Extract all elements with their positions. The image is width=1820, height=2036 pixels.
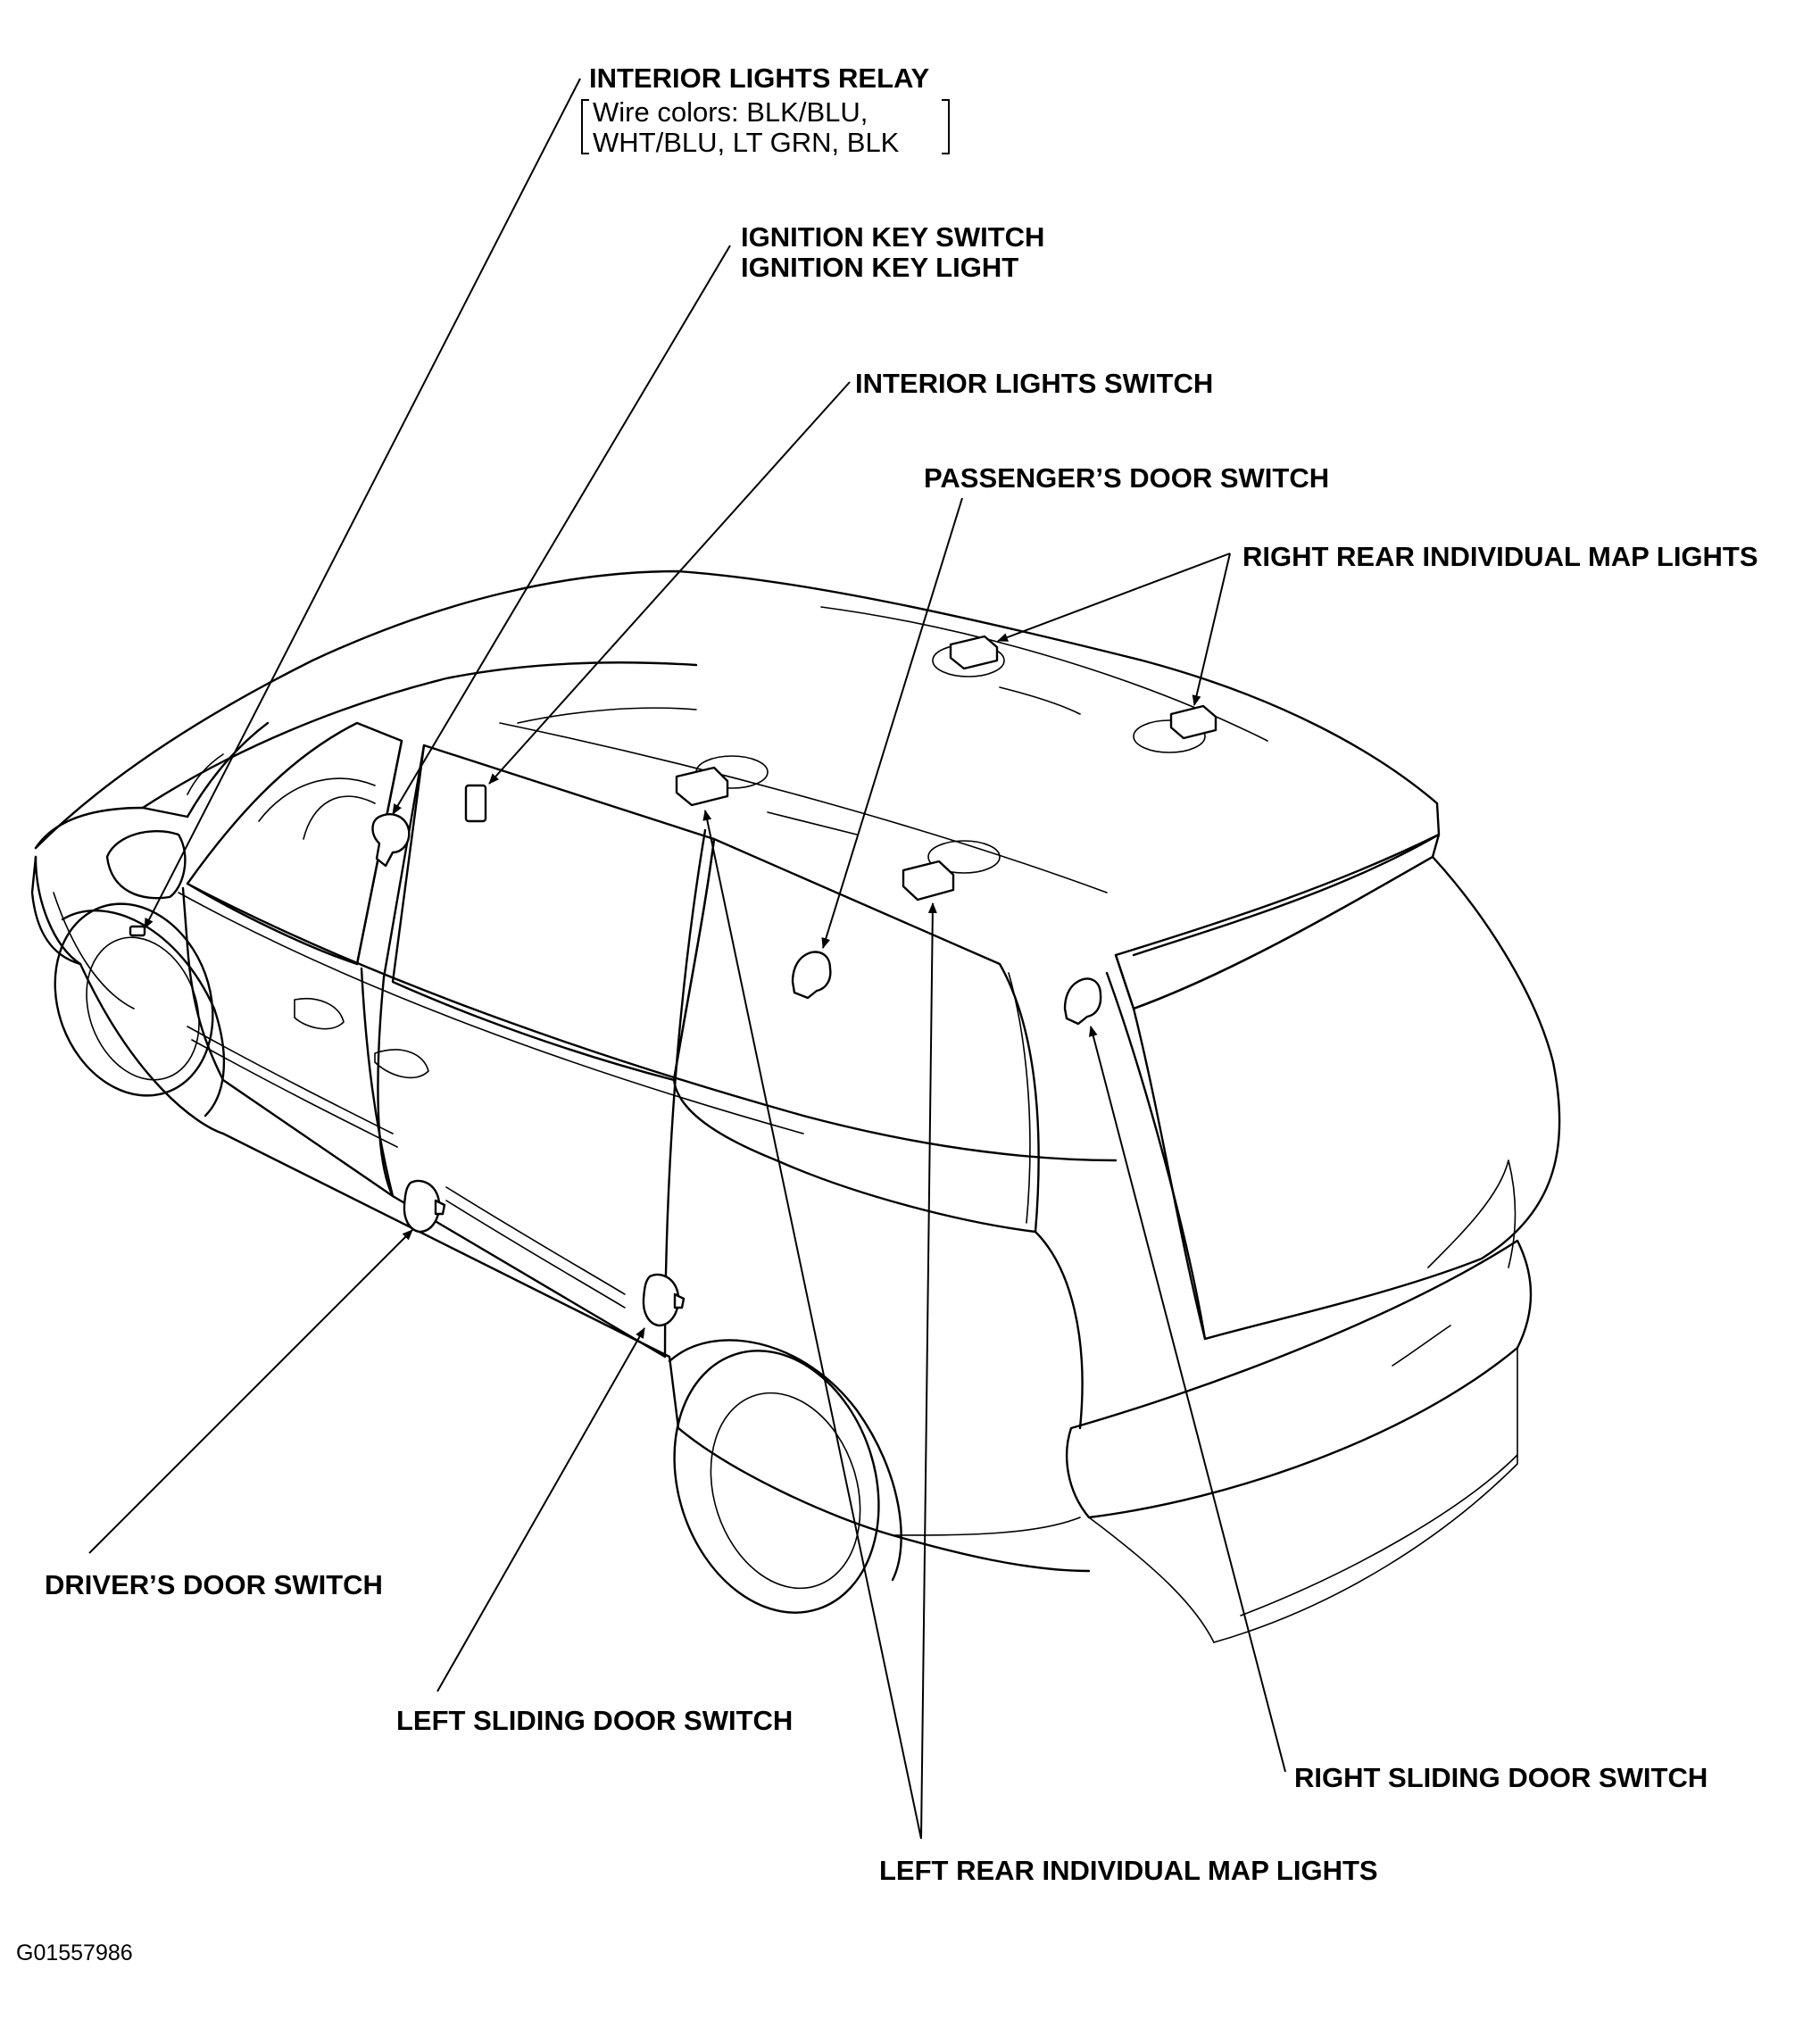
leader-drivers-door-switch — [88, 1229, 413, 1554]
left-front-map-light-marker — [675, 766, 729, 807]
interior-lights-relay-marker — [129, 925, 146, 937]
callout-labels: INTERIOR LIGHTS RELAY Wire colors: BLK/B… — [16, 62, 1758, 1965]
label-ignition-key-switch: IGNITION KEY SWITCH — [741, 221, 1044, 253]
left-rear-map-light-marker — [902, 860, 955, 902]
drivers-door-switch-marker — [403, 1179, 446, 1234]
label-left-sliding-door-switch: LEFT SLIDING DOOR SWITCH — [396, 1705, 793, 1736]
leader-lines — [88, 78, 1286, 1840]
figure-code: G01557986 — [16, 1940, 133, 1965]
wire-colors-bracket-left — [581, 99, 589, 154]
label-drivers-door-switch: DRIVER’S DOOR SWITCH — [45, 1569, 383, 1600]
leader-left-sliding-door-switch — [436, 1327, 645, 1692]
left-sliding-door-switch-marker — [642, 1273, 686, 1327]
leader-ignition-key-switch — [392, 245, 731, 815]
label-interior-lights-relay: INTERIOR LIGHTS RELAY — [589, 62, 930, 94]
passengers-door-switch-marker — [791, 951, 832, 1000]
label-passengers-door-switch: PASSENGER’S DOOR SWITCH — [924, 462, 1329, 494]
label-wire-colors-line2: WHT/BLU, LT GRN, BLK — [593, 127, 900, 158]
label-interior-lights-switch: INTERIOR LIGHTS SWITCH — [855, 368, 1213, 399]
leader-passengers-door-switch — [821, 497, 963, 949]
right-front-map-light-marker — [949, 635, 999, 670]
label-right-sliding-door-switch: RIGHT SLIDING DOOR SWITCH — [1294, 1762, 1708, 1793]
right-sliding-door-switch-marker — [1063, 977, 1102, 1026]
leader-interior-lights-relay — [144, 78, 581, 929]
interior-lights-switch-marker — [464, 784, 487, 823]
ignition-key-switch-marker — [371, 813, 411, 868]
leader-right-sliding-door-switch — [1088, 1026, 1286, 1773]
leader-left-rear-map-light-2 — [920, 902, 937, 1840]
leader-interior-lights-switch — [488, 381, 851, 785]
label-wire-colors-line1: Wire colors: BLK/BLU, — [593, 96, 868, 128]
label-right-rear-map-lights: RIGHT REAR INDIVIDUAL MAP LIGHTS — [1242, 541, 1758, 572]
label-left-rear-map-lights: LEFT REAR INDIVIDUAL MAP LIGHTS — [879, 1855, 1378, 1886]
leader-left-rear-map-light-1 — [702, 810, 922, 1840]
components — [129, 635, 1217, 1327]
right-rear-map-light-marker — [1169, 704, 1217, 740]
leader-right-rear-map-light-2 — [1192, 553, 1231, 706]
label-ignition-key-light: IGNITION KEY LIGHT — [741, 252, 1018, 283]
minivan-drawing — [30, 569, 1561, 1643]
wire-colors-bracket-right — [942, 99, 950, 154]
leader-right-rear-map-light-1 — [997, 553, 1231, 642]
